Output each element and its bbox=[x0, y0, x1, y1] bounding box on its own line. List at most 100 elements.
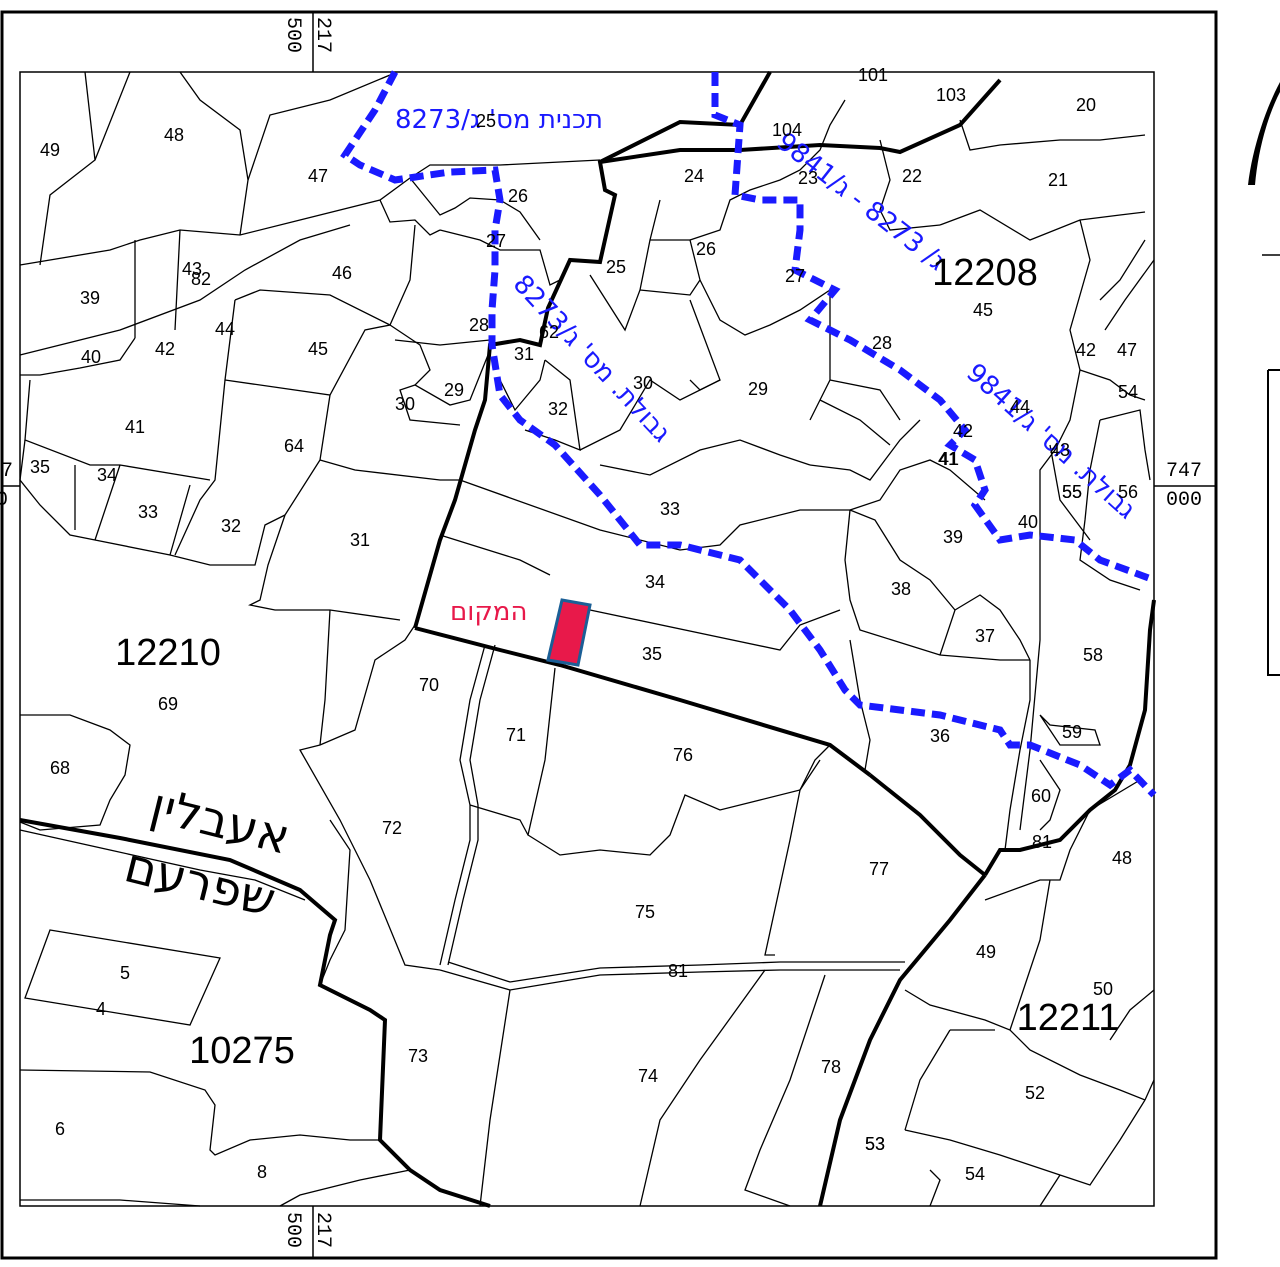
parcel-number-46: 46 bbox=[332, 263, 352, 283]
parcel-number-27: 27 bbox=[785, 266, 805, 286]
parcel-number-4: 4 bbox=[96, 999, 106, 1019]
parcel-number-104: 104 bbox=[772, 120, 802, 140]
parcel-number-78: 78 bbox=[821, 1057, 841, 1077]
parcel-number-41: 41 bbox=[939, 449, 959, 469]
parcel-number-71: 71 bbox=[506, 725, 526, 745]
parcel-number-42: 42 bbox=[1076, 340, 1096, 360]
parcel-number-47: 47 bbox=[1117, 340, 1137, 360]
north-arrow-fragment bbox=[1248, 82, 1280, 185]
coord-left-b: 0 bbox=[0, 489, 8, 512]
parcel-number-45: 45 bbox=[973, 300, 993, 320]
parcel-number-32: 32 bbox=[221, 516, 241, 536]
parcel-number-27: 27 bbox=[486, 231, 506, 251]
parcel-number-58: 58 bbox=[1083, 645, 1103, 665]
parcel-number-39: 39 bbox=[80, 288, 100, 308]
parcel-number-55: 55 bbox=[1062, 482, 1082, 502]
parcel-number-41: 41 bbox=[938, 449, 958, 469]
parcel-number-33: 33 bbox=[660, 499, 680, 519]
parcel-number-20: 20 bbox=[1076, 95, 1096, 115]
parcel-number-82: 82 bbox=[191, 269, 211, 289]
parcel-number-31: 31 bbox=[514, 344, 534, 364]
parcel-number-68: 68 bbox=[50, 758, 70, 778]
block-boundaries bbox=[19, 71, 1156, 1208]
parcel-number-36: 36 bbox=[930, 726, 950, 746]
parcel-number-29: 29 bbox=[748, 379, 768, 399]
parcel-number-74: 74 bbox=[638, 1066, 658, 1086]
parcel-number-103: 103 bbox=[936, 85, 966, 105]
parcel-number-49: 49 bbox=[976, 942, 996, 962]
parcel-number-55: 55 bbox=[1062, 482, 1082, 502]
parcel-number-34: 34 bbox=[645, 572, 665, 592]
parcel-number-24: 24 bbox=[684, 166, 704, 186]
parcel-number-43: 43 bbox=[182, 259, 202, 279]
parcel-number-69: 69 bbox=[158, 694, 178, 714]
parcel-number-44: 44 bbox=[215, 319, 235, 339]
parcel-number-59: 59 bbox=[1062, 722, 1082, 742]
parcel-number-50: 50 bbox=[1093, 979, 1113, 999]
parcel-number-49: 49 bbox=[40, 140, 60, 160]
parcel-number-42: 42 bbox=[953, 421, 973, 441]
parcel-number-75: 75 bbox=[635, 902, 655, 922]
parcel-number-5: 5 bbox=[120, 963, 130, 983]
site-parcel[interactable] bbox=[546, 598, 592, 667]
parcel-number-38: 38 bbox=[891, 579, 911, 599]
parcel-number-22: 22 bbox=[902, 166, 922, 186]
parcel-number-41: 41 bbox=[125, 417, 145, 437]
parcel-number-25: 25 bbox=[606, 257, 626, 277]
parcel-number-26: 26 bbox=[696, 239, 716, 259]
plan-label-1: תכנית מס' ג/8273 bbox=[395, 105, 603, 135]
parcel-number-81: 81 bbox=[668, 961, 688, 981]
parcel-number-44: 44 bbox=[1010, 397, 1030, 417]
plan-boundaries bbox=[340, 70, 1157, 798]
parcel-number-26: 26 bbox=[508, 186, 528, 206]
parcel-number-47: 47 bbox=[308, 166, 328, 186]
parcel-number-60: 60 bbox=[1031, 786, 1051, 806]
parcel-number-28: 28 bbox=[872, 333, 892, 353]
parcel-number-30: 30 bbox=[633, 373, 653, 393]
coord-top-a: 217 bbox=[311, 17, 334, 53]
parcel-number-31: 31 bbox=[350, 530, 370, 550]
outer-frame bbox=[0, 10, 1218, 1260]
parcel-number-48: 48 bbox=[1112, 848, 1132, 868]
parcel-number-21: 21 bbox=[1048, 170, 1068, 190]
parcel-number-62: 62 bbox=[539, 322, 559, 342]
parcel-number-42: 42 bbox=[155, 339, 175, 359]
parcel-number-81: 81 bbox=[1032, 832, 1052, 852]
parcel-number-35: 35 bbox=[30, 457, 50, 477]
parcel-number-29: 29 bbox=[444, 380, 464, 400]
parcel-number-77: 77 bbox=[869, 859, 889, 879]
coord-right-a: 747 bbox=[1166, 460, 1202, 483]
parcel-number-40: 40 bbox=[1018, 512, 1038, 532]
coord-right-b: 000 bbox=[1166, 489, 1202, 512]
parcel-number-53: 53 bbox=[865, 1134, 885, 1154]
parcel-boundaries bbox=[19, 71, 1155, 1207]
parcel-number-34: 34 bbox=[97, 465, 117, 485]
parcel-number-101: 101 bbox=[858, 65, 888, 85]
parcel-number-25: 25 bbox=[476, 111, 496, 131]
parcel-number-72: 72 bbox=[382, 818, 402, 838]
coord-left-a: 7 bbox=[1, 460, 13, 483]
block-12211: 12211 bbox=[1017, 997, 1120, 1039]
parcel-number-52: 52 bbox=[1025, 1083, 1045, 1103]
parcel-number-6: 6 bbox=[55, 1119, 65, 1139]
parcel-number-76: 76 bbox=[673, 745, 693, 765]
parcel-number-30: 30 bbox=[395, 394, 415, 414]
block-12210: 12210 bbox=[115, 632, 221, 674]
inner-frame bbox=[19, 71, 1155, 1207]
site-label: המקום bbox=[450, 597, 527, 627]
parcel-number-54: 54 bbox=[1118, 382, 1138, 402]
parcel-number-64: 64 bbox=[284, 436, 304, 456]
parcel-number-8: 8 bbox=[257, 1162, 267, 1182]
parcel-number-23: 23 bbox=[798, 168, 818, 188]
parcel-number-28: 28 bbox=[469, 315, 489, 335]
parcel-number-70: 70 bbox=[419, 675, 439, 695]
parcel-number-35: 35 bbox=[642, 644, 662, 664]
coord-bottom-a: 217 bbox=[311, 1212, 334, 1248]
parcel-number-73: 73 bbox=[408, 1046, 428, 1066]
parcel-number-37: 37 bbox=[975, 626, 995, 646]
block-12208: 12208 bbox=[932, 252, 1038, 294]
parcel-number-45: 45 bbox=[308, 339, 328, 359]
parcel-number-54: 54 bbox=[965, 1164, 985, 1184]
parcel-number-32: 32 bbox=[548, 399, 568, 419]
parcel-number-48: 48 bbox=[164, 125, 184, 145]
